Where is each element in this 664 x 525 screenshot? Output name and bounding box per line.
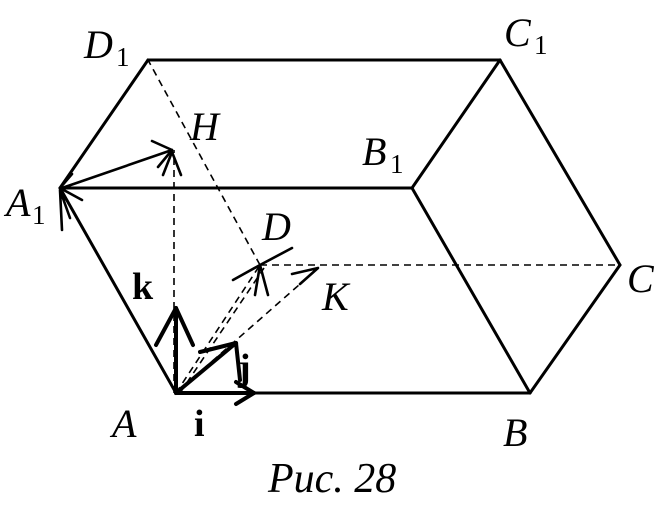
edge-D1-A1 [58,58,150,190]
basis-labels: i j k [132,266,251,445]
edge-A-D-outer [175,264,261,394]
edge-A-A1 [58,186,178,395]
label-j: j [237,347,251,389]
arrowhead-j [198,341,242,382]
label-i: i [194,403,205,445]
label-D1-subscript: 1 [116,42,130,72]
arrowhead-H-vertical [161,150,183,177]
label-B1-subscript: 1 [390,149,404,179]
edge-B-B1 [410,186,532,395]
label-D: D [261,204,291,249]
vector-arrows [58,139,320,297]
edge-B1-C1 [410,58,502,190]
label-D1: D [83,22,113,67]
arrowhead-i [234,380,256,406]
arrowhead-A1-left [58,188,72,232]
vector-A1-H [60,148,174,190]
label-C1-subscript: 1 [534,30,548,60]
label-K: K [321,274,351,319]
edge-D-D1 [147,59,261,266]
label-A1: A [3,180,31,225]
label-k: k [132,266,154,308]
edge-B-C [528,263,622,395]
label-A: A [109,401,137,446]
vertex-labels: A B C D A 1 B 1 C 1 D 1 H K [3,10,655,455]
figure-caption: Рис. 28 [267,456,396,502]
arrowhead-K [290,266,320,286]
edge-C-C1 [498,58,622,267]
edge-A-D-inner [179,267,265,394]
label-A1-subscript: 1 [32,200,46,230]
label-C1: C [504,10,532,55]
label-H: H [189,104,221,149]
basis-vectors [154,306,256,406]
arrowhead-H [150,139,174,169]
vector-j [174,341,238,395]
visible-edges [58,58,622,395]
arrowhead-D-cross [231,246,294,282]
arrowhead-k [154,306,195,347]
label-C: C [627,256,655,301]
label-B: B [503,410,527,455]
label-B1: B [362,129,386,174]
